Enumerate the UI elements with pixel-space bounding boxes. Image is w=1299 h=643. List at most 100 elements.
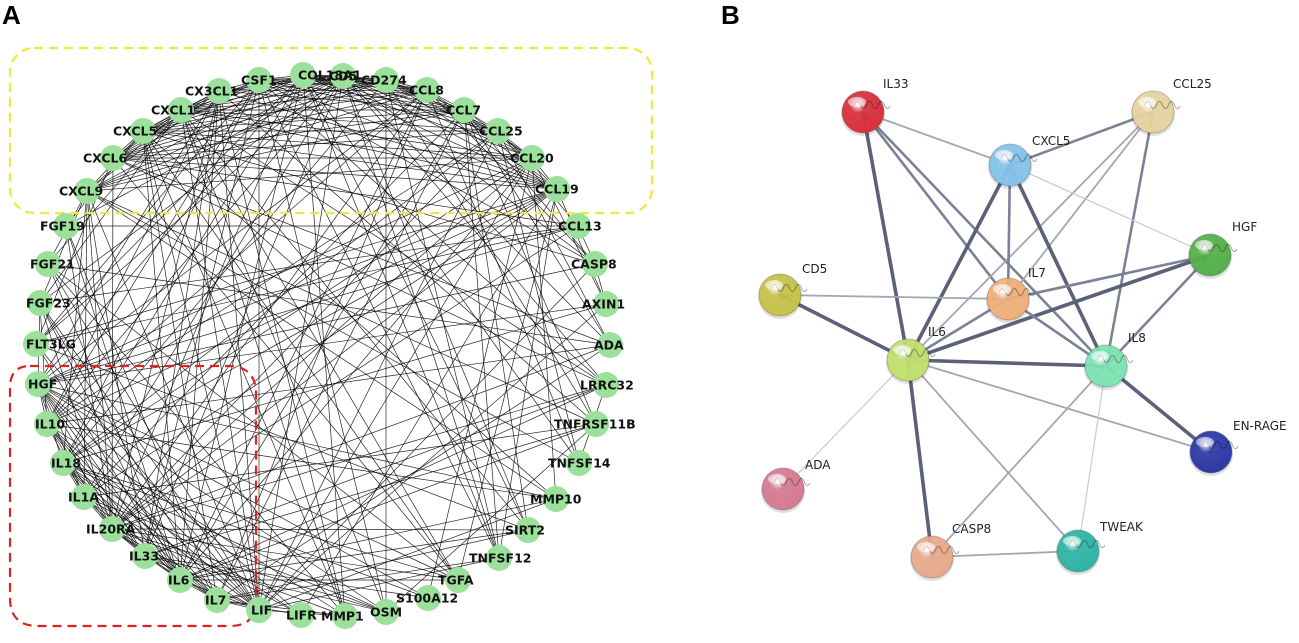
- edge-il1a-ccl7: [83, 109, 465, 498]
- edge-lif-cd5: [258, 75, 344, 611]
- protein-label-hgf: HGF: [1232, 220, 1257, 234]
- node-label-s100a12: S100A12: [396, 591, 458, 606]
- edge-hgf-ccl20: [37, 157, 533, 385]
- node-ada: [597, 332, 623, 358]
- edge-ccl25-il7: [1007, 111, 1154, 300]
- node-label-il10: IL10: [35, 417, 65, 432]
- edge-cd274-tnfrsf11b: [385, 79, 597, 425]
- protein-label-tweak: TWEAK: [1099, 520, 1144, 534]
- node-tnfrsf11b: [583, 411, 609, 437]
- protein-label-il7: IL7: [1028, 266, 1046, 280]
- protein-label-ccl25: CCL25: [1173, 77, 1212, 91]
- node-lif: [246, 597, 272, 623]
- edge-cxcl1-sirt2: [180, 109, 529, 531]
- edge-ccl19-axin1: [556, 188, 607, 305]
- edge-il6-flt3lg: [35, 343, 181, 581]
- edge-il7-tnfsf12: [216, 557, 500, 601]
- node-label-ccl25: CCL25: [479, 124, 523, 139]
- edge-cd5-il7: [779, 294, 1009, 300]
- protein-node-casp8: [910, 535, 960, 581]
- edge-cxcl1-mmp1: [180, 109, 346, 617]
- node-label-tnfrsf11b: TNFRSF11B: [554, 417, 636, 432]
- node-tnfsf12: [486, 545, 512, 571]
- edge-cxcl5-lif: [142, 130, 260, 611]
- node-tgfa: [445, 567, 471, 593]
- edge-cxcl5-il6: [906, 163, 1012, 362]
- node-label-fgf19: FGF19: [40, 219, 85, 234]
- edge-ccl25-cxcl1: [180, 109, 499, 132]
- edge-il8-casp8: [931, 365, 1107, 558]
- node-label-ccl7: CCL7: [446, 103, 481, 118]
- edge-cd274-tnfsf12: [385, 79, 500, 559]
- edge-col18a1-tnfsf12: [302, 74, 500, 559]
- edge-cx3cl1-cd5: [218, 75, 344, 92]
- edge-il20ra-cxcl6: [111, 157, 114, 530]
- edge-il6-sirt2: [179, 529, 529, 581]
- edge-il33-il6: [861, 110, 910, 362]
- edge-il6-fgf19: [65, 225, 181, 581]
- edge-lif-casp8: [258, 263, 596, 611]
- node-il10: [34, 411, 60, 437]
- edge-il18-csf1: [62, 79, 260, 464]
- edge-il6-mmp10: [179, 498, 557, 581]
- edge-axin1-lif: [258, 303, 607, 611]
- edge-il18-il33: [62, 462, 146, 557]
- edge-cxcl5-il7: [1006, 163, 1012, 301]
- edge-ccl19-cxcl6: [112, 157, 558, 190]
- edge-ccl7-sirt2: [463, 109, 529, 531]
- edge-il6-tnfrsf11b: [179, 423, 597, 581]
- protein-label-il8: IL8: [1128, 331, 1146, 345]
- node-ccl25: [485, 118, 511, 144]
- edge-ccl7-casp8: [463, 109, 596, 265]
- node-il7: [204, 587, 230, 613]
- edge-hgf-s100a12: [37, 383, 429, 599]
- edge-ccl19-il18: [62, 188, 558, 464]
- node-label-il20ra: IL20RA: [86, 522, 136, 537]
- node-ccl19: [544, 176, 570, 202]
- edge-il6-il8: [906, 358, 1108, 368]
- edge-il18-col18a1: [62, 74, 304, 464]
- protein-label-il33: IL33: [883, 77, 909, 91]
- edge-cxcl9-il33: [86, 190, 146, 557]
- edge-cxcl5-hgf: [1009, 164, 1211, 256]
- edge-il33-tnfrsf11b: [144, 423, 597, 557]
- node-label-cd274: CD274: [361, 73, 407, 88]
- node-fgf23: [27, 290, 53, 316]
- node-label-mmp10: MMP10: [530, 492, 582, 507]
- node-label-flt3lg: FLT3LG: [26, 337, 76, 352]
- edge-cd274-cxcl9: [86, 79, 387, 192]
- node-label-ccl8: CCL8: [409, 83, 444, 98]
- protein-node-cxcl5: [988, 143, 1038, 189]
- edge-il10-ccl19: [46, 188, 558, 425]
- node-il18: [50, 450, 76, 476]
- protein-node-il8: [1084, 344, 1134, 390]
- node-label-ccl13: CCL13: [558, 219, 602, 234]
- protein-label-cd5: CD5: [802, 262, 827, 276]
- network-a-nodes: [23, 62, 623, 629]
- edge-sirt2-flt3lg: [35, 343, 529, 531]
- edge-lif-fgf21: [47, 263, 260, 611]
- edge-cd5-lrrc32: [342, 75, 607, 386]
- node-label-col18a1: COL18A1: [298, 68, 362, 83]
- edge-col18a1-tnfsf14: [302, 74, 580, 464]
- node-il33: [132, 543, 158, 569]
- edge-ccl19-lifr: [300, 188, 558, 616]
- edge-hgf-il8: [1104, 253, 1212, 368]
- node-label-casp8: CASP8: [571, 257, 617, 272]
- node-label-mmp1: MMP1: [321, 609, 364, 624]
- edge-cxcl9-mmp10: [86, 190, 557, 500]
- edge-fgf23-ccl13: [39, 225, 579, 304]
- edge-il8-en-rage: [1104, 364, 1213, 454]
- edge-osm-tnfrsf11b: [385, 423, 597, 613]
- edge-lif-mmp10: [258, 498, 557, 611]
- edge-lif-il33: [144, 555, 260, 611]
- edge-cxcl9-il18: [62, 190, 88, 464]
- edge-ccl7-il7: [216, 109, 465, 601]
- edge-mmp1-fgf21: [47, 263, 346, 617]
- edge-mmp10-ccl20: [531, 157, 557, 500]
- edge-osm-il33: [144, 555, 387, 613]
- node-cd274: [373, 67, 399, 93]
- node-label-ada: ADA: [594, 338, 624, 353]
- edge-il18-osm: [62, 462, 387, 613]
